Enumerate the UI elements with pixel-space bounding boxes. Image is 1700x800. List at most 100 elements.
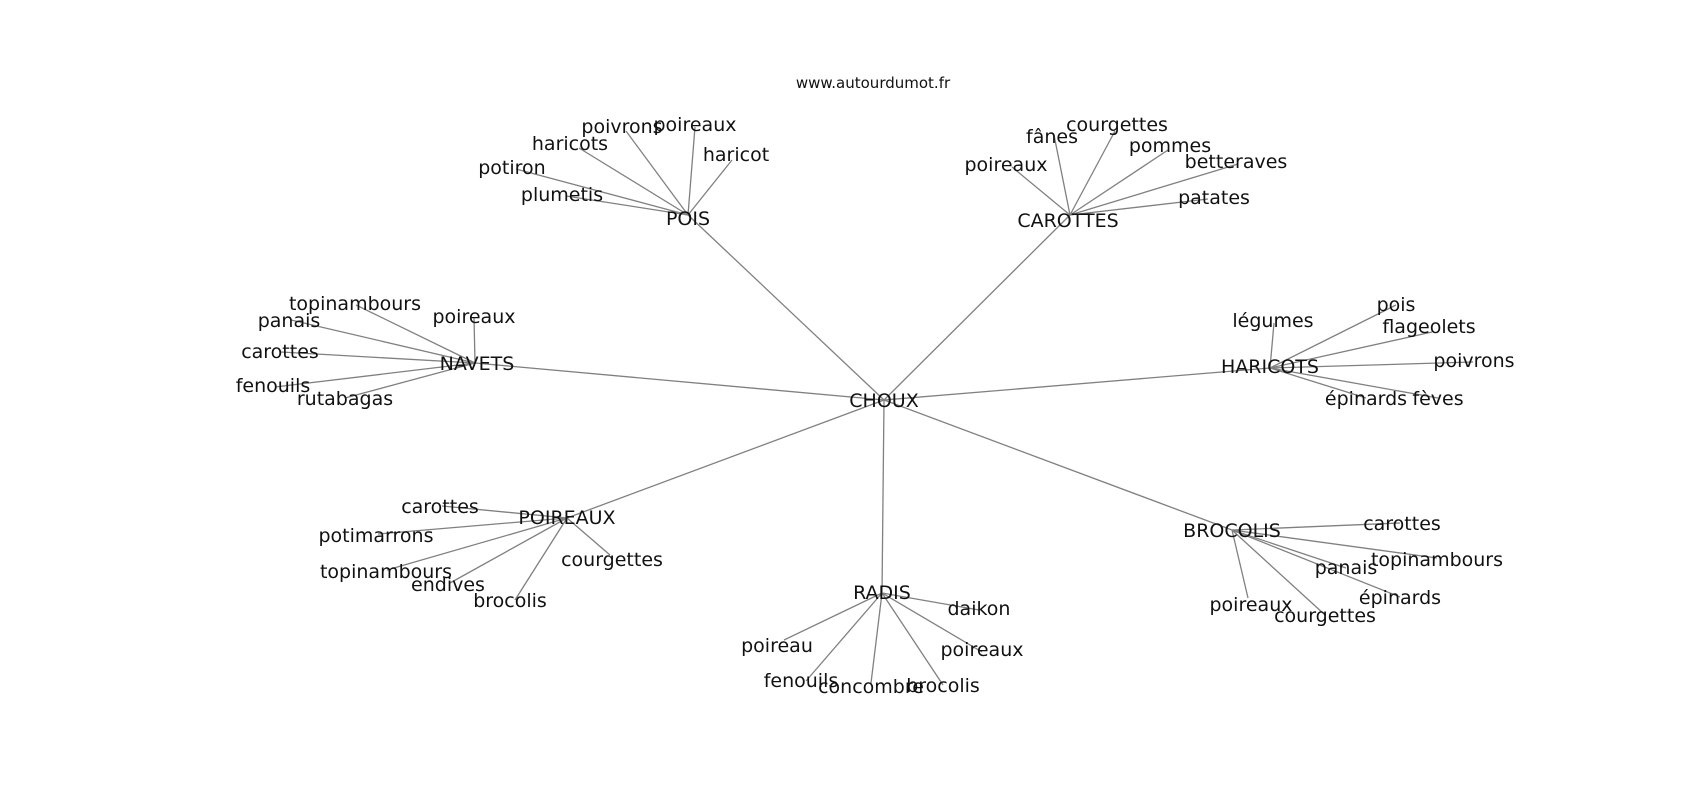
leaf-node: épinards — [1325, 388, 1407, 410]
edge-choux-poireaux — [566, 399, 885, 519]
edge-poireaux-leaf — [449, 517, 568, 584]
edge-haricots-leaf — [1269, 361, 1474, 369]
hub-node-pois: POIS — [666, 208, 710, 230]
leaf-node: topinambours — [289, 293, 421, 315]
edge-radis-leaf — [881, 592, 980, 611]
edge-poireaux-leaf — [566, 517, 611, 556]
edge-choux-haricots — [883, 367, 1271, 401]
leaf-node: rutabagas — [297, 388, 393, 410]
leaf-node: poireaux — [654, 114, 737, 136]
edge-choux-carottes — [883, 214, 1071, 401]
leaf-node: courgettes — [1066, 114, 1168, 136]
edge-haricots-leaf — [1269, 331, 1433, 369]
leaf-node: poireaux — [941, 639, 1024, 661]
edge-carottes-leaf — [1069, 163, 1239, 216]
leaf-node: poireaux — [965, 154, 1048, 176]
edge-navets-leaf — [280, 351, 476, 364]
edge-radis-leaf — [870, 592, 883, 684]
leaf-node: endives — [411, 574, 485, 596]
edge-haricots-leaf — [1269, 322, 1275, 369]
leaf-node: betteraves — [1185, 151, 1288, 173]
edge-poireaux-leaf — [377, 517, 568, 535]
leaf-node: haricot — [703, 144, 769, 166]
edge-carottes-leaf — [1069, 198, 1209, 216]
leaf-node: concombre — [818, 676, 924, 698]
edge-poireaux-leaf — [386, 517, 568, 571]
edge-poireaux-leaf — [441, 505, 568, 519]
graph-edges — [274, 126, 1474, 686]
edge-pois-leaf — [578, 147, 689, 216]
leaf-node: poivrons — [581, 116, 662, 138]
edge-pois-leaf — [625, 130, 689, 216]
edge-choux-radis — [881, 399, 885, 594]
leaf-node: plumetis — [521, 184, 603, 206]
leaf-node: panais — [258, 310, 321, 332]
edge-haricots-leaf — [1269, 304, 1397, 369]
hub-node-haricots: HARICOTS — [1221, 356, 1319, 378]
edge-haricots-leaf — [1269, 367, 1367, 399]
leaf-node: fenouils — [764, 670, 839, 692]
leaf-node: potimarrons — [318, 525, 433, 547]
edge-carottes-leaf — [1069, 130, 1116, 216]
leaf-node: potiron — [478, 157, 545, 179]
leaf-node: épinards — [1359, 587, 1441, 609]
edge-brocolis-leaf — [1231, 529, 1325, 615]
edge-brocolis-leaf — [1231, 529, 1347, 569]
leaf-node: courgettes — [561, 549, 663, 571]
edge-radis-leaf — [881, 592, 983, 653]
edge-navets-leaf — [473, 316, 476, 364]
hub-node-poireaux: POIREAUX — [518, 507, 615, 529]
leaf-node: brocolis — [906, 675, 980, 697]
hub-node-navets: NAVETS — [440, 353, 515, 375]
edge-haricots-leaf — [1269, 367, 1439, 399]
edge-navets-leaf — [274, 362, 476, 388]
leaf-node: topinambours — [320, 561, 452, 583]
edge-brocolis-leaf — [1231, 529, 1438, 559]
leaf-node: flageolets — [1382, 316, 1475, 338]
edge-navets-leaf — [355, 304, 476, 364]
leaf-node: poireaux — [1210, 594, 1293, 616]
leaf-node: poireau — [741, 635, 813, 657]
leaf-node: daikon — [948, 598, 1011, 620]
leaf-node: courgettes — [1274, 605, 1376, 627]
leaf-node: légumes — [1232, 310, 1313, 332]
leaf-node: carottes — [401, 496, 479, 518]
edge-poireaux-leaf — [514, 517, 568, 601]
leaf-node: pommes — [1129, 135, 1211, 157]
leaf-node: fenouils — [236, 375, 311, 397]
center-node: CHOUX — [849, 390, 918, 412]
edge-carottes-leaf — [1053, 134, 1071, 216]
edge-brocolis-leaf — [1231, 529, 1401, 598]
edge-carottes-leaf — [1069, 149, 1169, 216]
hub-node-carottes: CAROTTES — [1017, 210, 1118, 232]
edge-carottes-leaf — [1011, 166, 1071, 216]
leaf-node: fèves — [1412, 388, 1463, 410]
leaf-node: poireaux — [433, 306, 516, 328]
leaf-node: poivrons — [1433, 350, 1514, 372]
leaf-node: topinambours — [1371, 549, 1503, 571]
edge-choux-navets — [474, 362, 885, 401]
source-url: www.autourdumot.fr — [796, 74, 951, 92]
leaf-node: pois — [1377, 294, 1416, 316]
leaf-node: panais — [1315, 557, 1378, 579]
hub-node-brocolis: BROCOLIS — [1183, 520, 1281, 542]
edge-navets-leaf — [290, 319, 476, 364]
edge-pois-leaf — [565, 195, 689, 216]
edge-pois-leaf — [515, 168, 689, 216]
edge-choux-brocolis — [883, 399, 1233, 531]
leaf-node: haricots — [532, 133, 608, 155]
edge-pois-leaf — [687, 126, 696, 216]
leaf-node: carottes — [1363, 513, 1441, 535]
leaf-node: patates — [1178, 187, 1250, 209]
leaf-node: fânes — [1026, 126, 1078, 148]
edge-radis-leaf — [881, 592, 944, 686]
edge-radis-leaf — [805, 592, 883, 682]
edge-radis-leaf — [783, 592, 883, 641]
leaf-node: brocolis — [473, 590, 547, 612]
edge-pois-leaf — [687, 159, 733, 216]
leaf-node: carottes — [241, 341, 319, 363]
edge-choux-pois — [687, 214, 885, 401]
edge-navets-leaf — [344, 362, 476, 399]
edge-brocolis-leaf — [1231, 522, 1401, 531]
